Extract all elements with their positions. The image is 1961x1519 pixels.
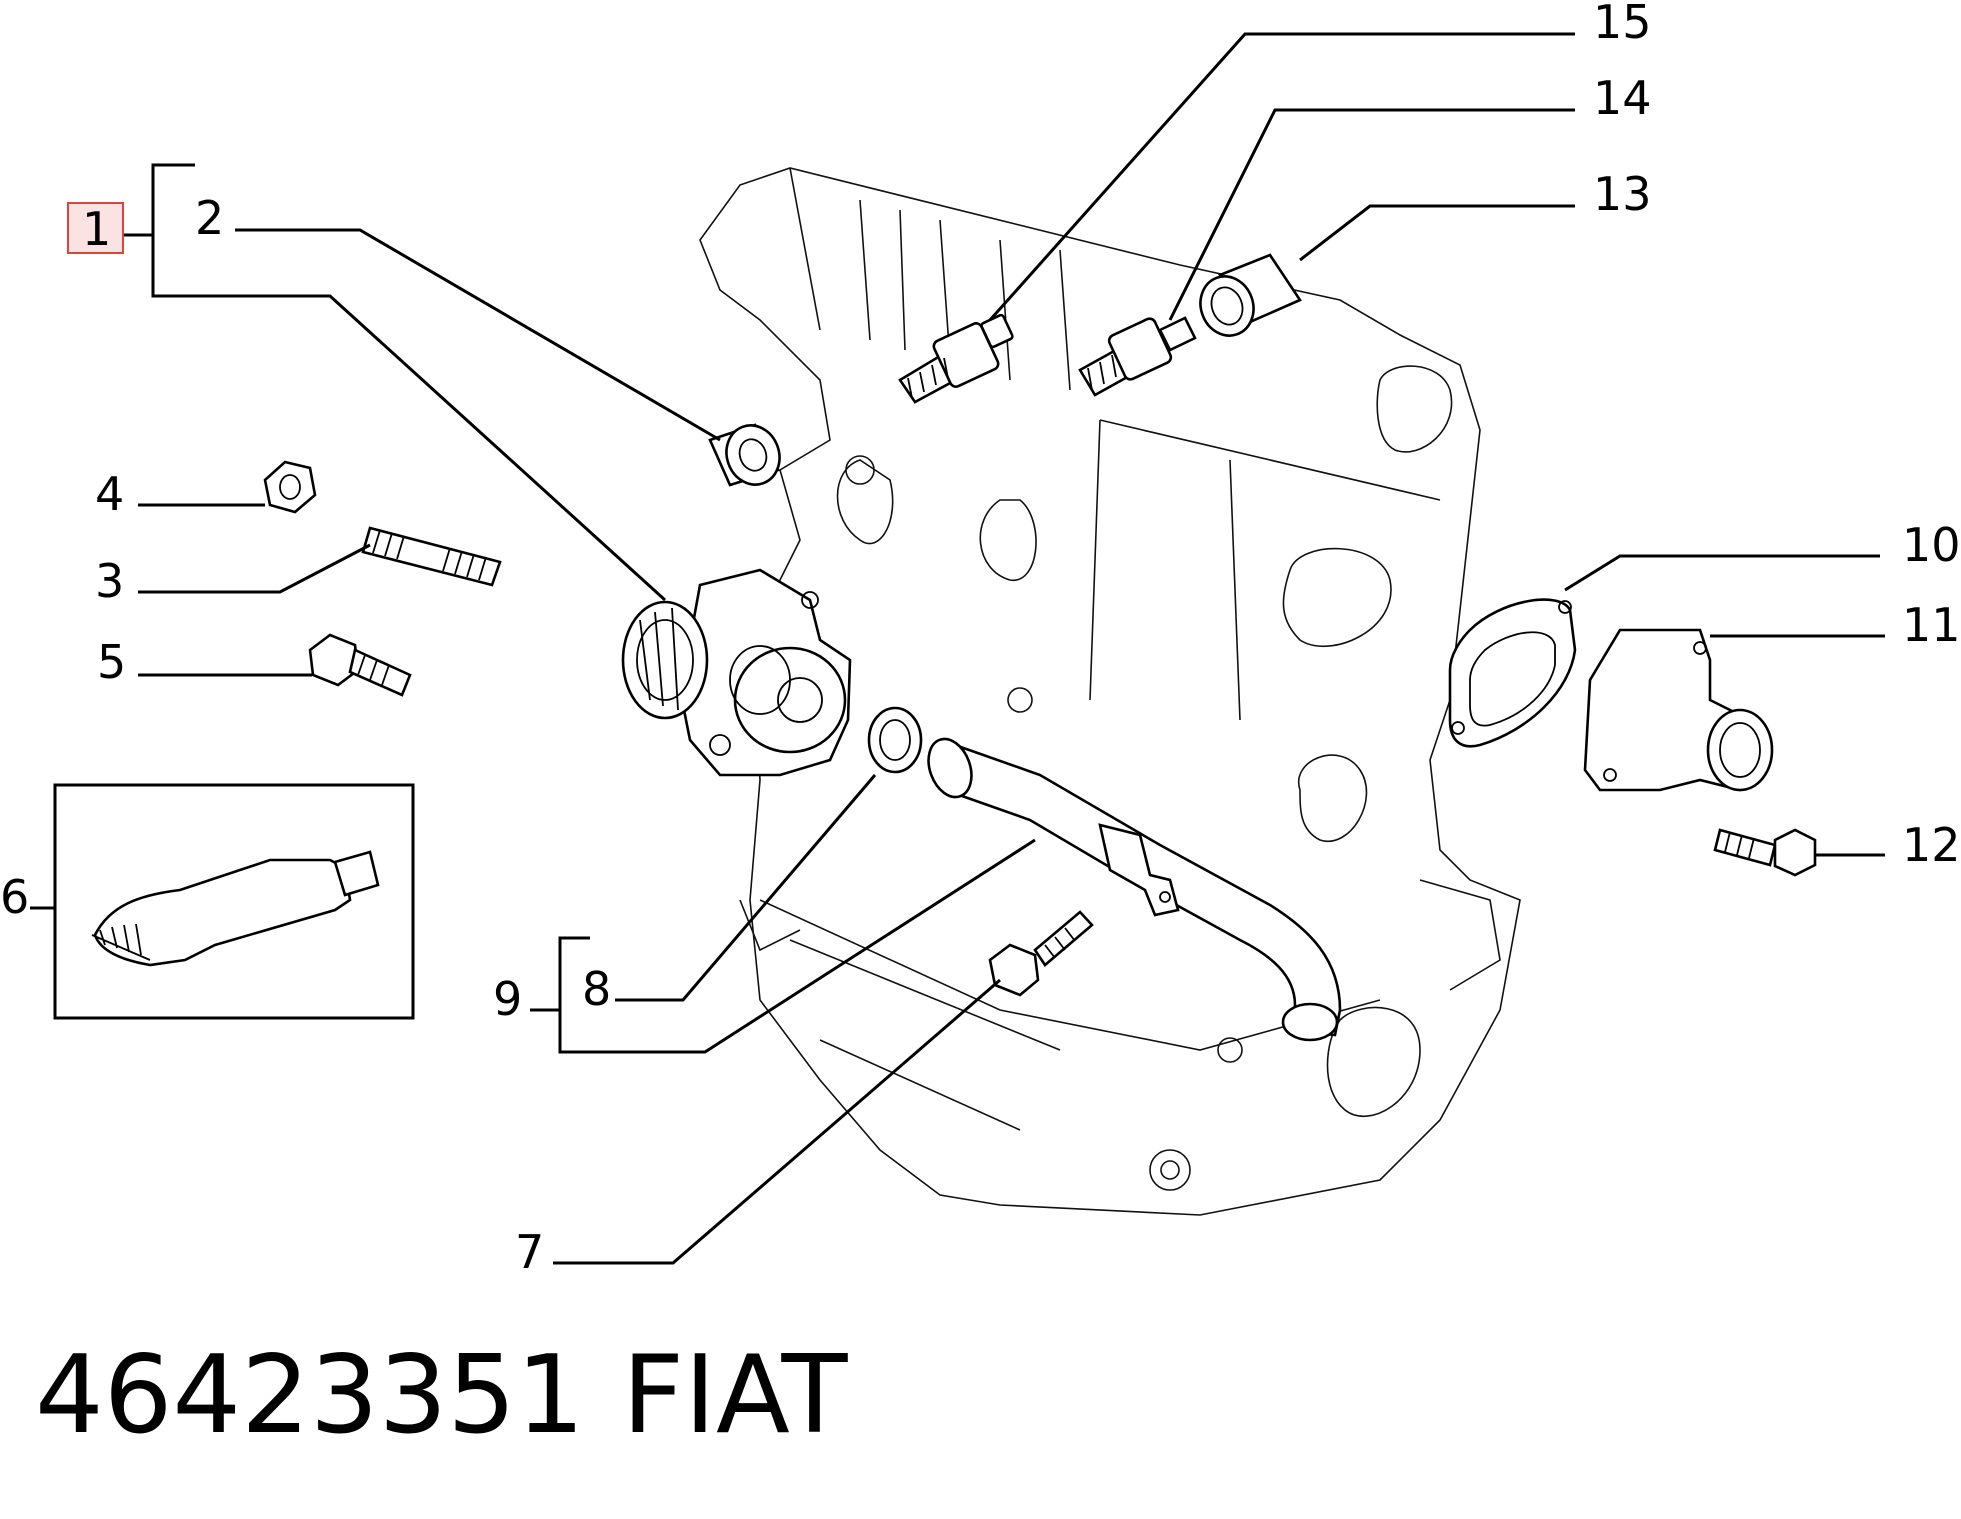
callout-13[interactable]: 13	[1593, 167, 1652, 221]
callout-14[interactable]: 14	[1593, 71, 1652, 125]
callout-1[interactable]: 1	[82, 202, 111, 256]
callout-1-highlight	[67, 202, 124, 254]
callout-3[interactable]: 3	[95, 554, 124, 608]
sealant-box-part-6	[53, 783, 415, 1020]
coolant-pipe-part-9	[927, 737, 1342, 1042]
bush-part-2	[708, 423, 781, 487]
leader-lines	[30, 32, 1885, 1265]
bolt-part-5	[308, 633, 412, 697]
callout-4[interactable]: 4	[95, 467, 124, 521]
callout-15[interactable]: 15	[1593, 0, 1652, 49]
callout-5[interactable]: 5	[97, 635, 126, 689]
thermostat-housing-part-11	[1583, 628, 1774, 792]
callout-10[interactable]: 10	[1902, 518, 1961, 572]
bolt-part-7	[988, 910, 1094, 997]
nut-part-4	[263, 460, 317, 514]
callout-12[interactable]: 12	[1902, 818, 1961, 872]
o-ring-part-8	[867, 706, 923, 774]
stud-part-3	[361, 526, 502, 587]
callout-11[interactable]: 11	[1902, 598, 1961, 652]
brand-name: FIAT	[622, 1333, 848, 1458]
callout-2[interactable]: 2	[195, 191, 224, 245]
gasket-part-10	[1448, 598, 1577, 748]
engine-block	[699, 167, 1521, 1216]
temperature-sensor-part-14	[1078, 316, 1197, 397]
temperature-sensor-part-15	[898, 313, 1014, 404]
water-pump-part-1	[621, 568, 852, 777]
callout-7[interactable]: 7	[515, 1225, 544, 1279]
callout-9[interactable]: 9	[493, 972, 522, 1026]
callout-6[interactable]: 6	[0, 870, 29, 924]
callout-8[interactable]: 8	[582, 962, 611, 1016]
bolt-part-12	[1713, 828, 1817, 877]
part-number: 46423351	[35, 1333, 585, 1458]
plug-part-13	[1199, 253, 1302, 337]
